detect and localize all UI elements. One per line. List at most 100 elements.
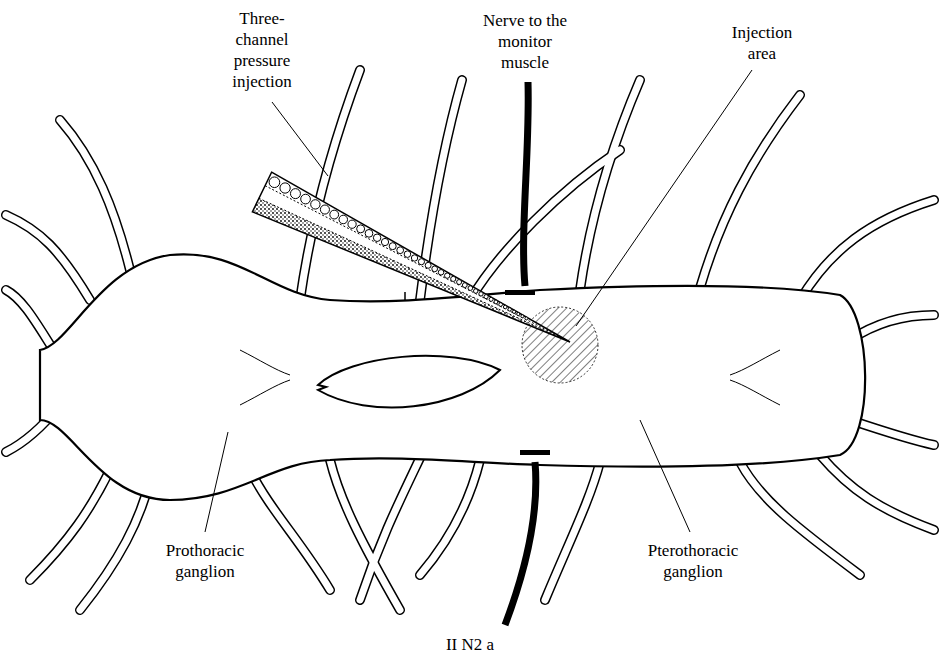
nerve-core [580, 80, 640, 290]
bubble [512, 310, 515, 313]
nerve-core [740, 462, 860, 575]
bubble [404, 251, 411, 258]
nerve-outline [820, 455, 934, 530]
bubble [320, 205, 329, 214]
leader-line [576, 70, 752, 326]
bubble [474, 289, 478, 293]
injection-area [522, 307, 598, 383]
nerve-outline [545, 462, 600, 600]
bubble [489, 297, 493, 301]
nerve-outline [6, 215, 90, 300]
bubble [311, 200, 320, 209]
nerve-core [80, 480, 150, 610]
nerve-core [330, 460, 400, 610]
bubble [348, 220, 356, 228]
bubble [357, 225, 365, 233]
nerve-outline [30, 470, 110, 580]
bubble [508, 308, 511, 311]
bubble [365, 229, 373, 237]
nerve-outline [850, 315, 934, 340]
nerve-core [820, 455, 934, 530]
bubble [479, 292, 483, 296]
crush-mark [520, 450, 550, 455]
part-label: II N2 a [430, 634, 510, 655]
nerve-core [420, 460, 480, 575]
nerve-core [545, 462, 600, 600]
bubble [425, 262, 431, 268]
bubble [290, 189, 300, 199]
bubble [301, 194, 311, 204]
bubble [462, 283, 467, 288]
nerve-core [60, 120, 130, 270]
bubble [468, 286, 473, 291]
nerve-outline [850, 420, 934, 445]
bubble [438, 270, 444, 276]
nerve-core [800, 200, 934, 300]
bubble [373, 234, 380, 241]
nerve-outline [250, 470, 330, 590]
ganglion-line [240, 350, 290, 405]
peripheral-nerves [6, 70, 934, 610]
bubble [269, 177, 280, 188]
channel-wall [259, 198, 570, 342]
nerve-outline [360, 458, 420, 600]
nerve-core [850, 315, 934, 340]
bubble [451, 276, 456, 281]
leader-line [272, 102, 328, 176]
bubble [484, 295, 488, 299]
nerve-core [850, 420, 934, 445]
bubble [330, 210, 339, 219]
nerve-core [30, 470, 110, 580]
nerve-outline [800, 200, 934, 300]
bubble [381, 238, 388, 245]
part-label: Three-channel pressure injection [227, 8, 297, 92]
bubble [517, 312, 520, 315]
ganglion-line [730, 350, 780, 405]
part-label: Prothoracic ganglion [150, 540, 260, 582]
leader-lines [205, 70, 752, 532]
bubble [445, 273, 450, 278]
nerve-core [420, 80, 462, 300]
bubble [503, 305, 507, 309]
nerve-outline [580, 80, 640, 290]
channel-bubbles [269, 177, 528, 320]
part-label: Injection area [722, 22, 802, 64]
nerve-outline [420, 460, 480, 575]
channel-wall [265, 186, 570, 342]
nerve-outline [470, 150, 620, 300]
bubble [499, 303, 503, 307]
pipette-outline [252, 172, 570, 342]
bubble [397, 247, 404, 254]
bubble [411, 255, 417, 261]
nerve-outline [300, 70, 360, 300]
pipette [252, 172, 570, 342]
pipette-stipple [252, 198, 570, 342]
bubble [457, 280, 462, 285]
nerve-core [250, 470, 330, 590]
nerve-core [470, 150, 620, 300]
bubble [389, 243, 396, 250]
nerve-core [300, 70, 360, 300]
bubble [494, 300, 498, 304]
nerve-core [6, 215, 90, 300]
bubble [418, 259, 424, 265]
part-label: Pterothoracic ganglion [633, 540, 753, 582]
nerve-outline [420, 80, 462, 300]
leader-line [640, 420, 690, 532]
bubble [339, 215, 348, 224]
bubble [280, 183, 290, 193]
monitor-nerve [524, 82, 529, 286]
nerve-outline [60, 120, 130, 270]
connective-gap [318, 356, 500, 408]
nerve-ii-n2a [505, 462, 536, 625]
bubble [432, 266, 438, 272]
part-label: Nerve to the monitor muscle [477, 10, 573, 73]
leader-line [205, 432, 228, 532]
nerve-core [360, 458, 420, 600]
bubble [521, 315, 524, 318]
bubble [525, 317, 528, 320]
crush-mark [505, 290, 535, 295]
tick-mark [404, 292, 406, 300]
